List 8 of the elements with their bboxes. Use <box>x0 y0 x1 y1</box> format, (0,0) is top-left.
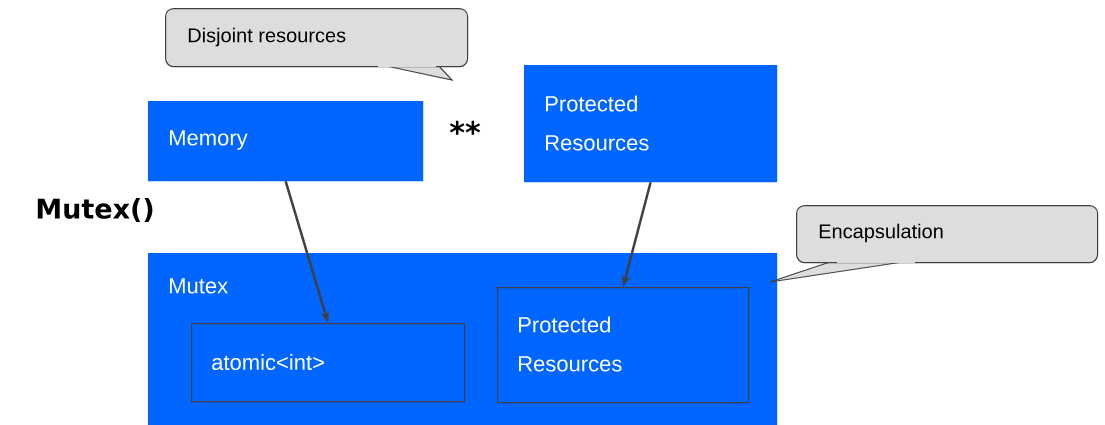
speech-bubble: Disjoint resources <box>165 8 469 81</box>
speech-bubble: Encapsulation <box>769 205 1099 283</box>
asterisks: ** <box>449 120 481 135</box>
title-label: Mutex() <box>37 197 153 222</box>
process-box: atomic<int> <box>191 323 466 403</box>
process-box: Memory <box>148 101 424 182</box>
process-box: Protected Resources <box>497 287 750 404</box>
process-box: Protected Resources <box>524 65 778 183</box>
